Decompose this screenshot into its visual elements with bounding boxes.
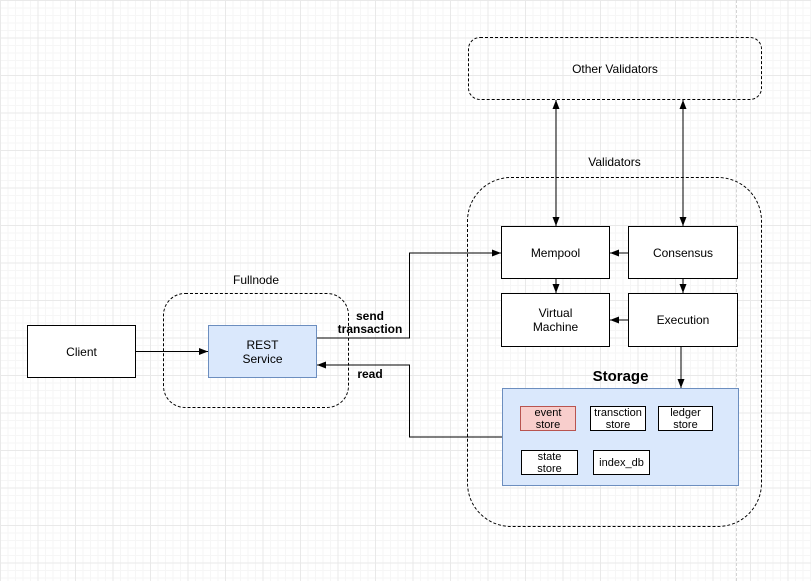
event-store-node: event store (520, 406, 576, 431)
state-store-node: state store (521, 450, 578, 475)
client-node: Client (27, 325, 136, 378)
send-transaction-edge-label: send transaction (337, 309, 403, 336)
validators-group-label: Validators (588, 155, 641, 169)
index-db-node: index_db (593, 450, 650, 475)
other-validators-group: Other Validators (468, 37, 762, 100)
validators-group (467, 177, 762, 527)
transction-store-node: transction store (590, 406, 646, 431)
mempool-node: Mempool (501, 226, 610, 279)
fullnode-group (163, 293, 349, 408)
virtual-machine-node: Virtual Machine (501, 293, 610, 347)
consensus-node: Consensus (628, 226, 738, 279)
rest-service-node: REST Service (208, 325, 317, 378)
page-boundary-line (736, 0, 737, 581)
read-edge-label: read (357, 367, 383, 381)
storage-title: Storage (592, 368, 649, 385)
ledger-store-node: ledger store (658, 406, 713, 431)
fullnode-group-label: Fullnode (232, 273, 280, 287)
execution-node: Execution (628, 293, 738, 347)
